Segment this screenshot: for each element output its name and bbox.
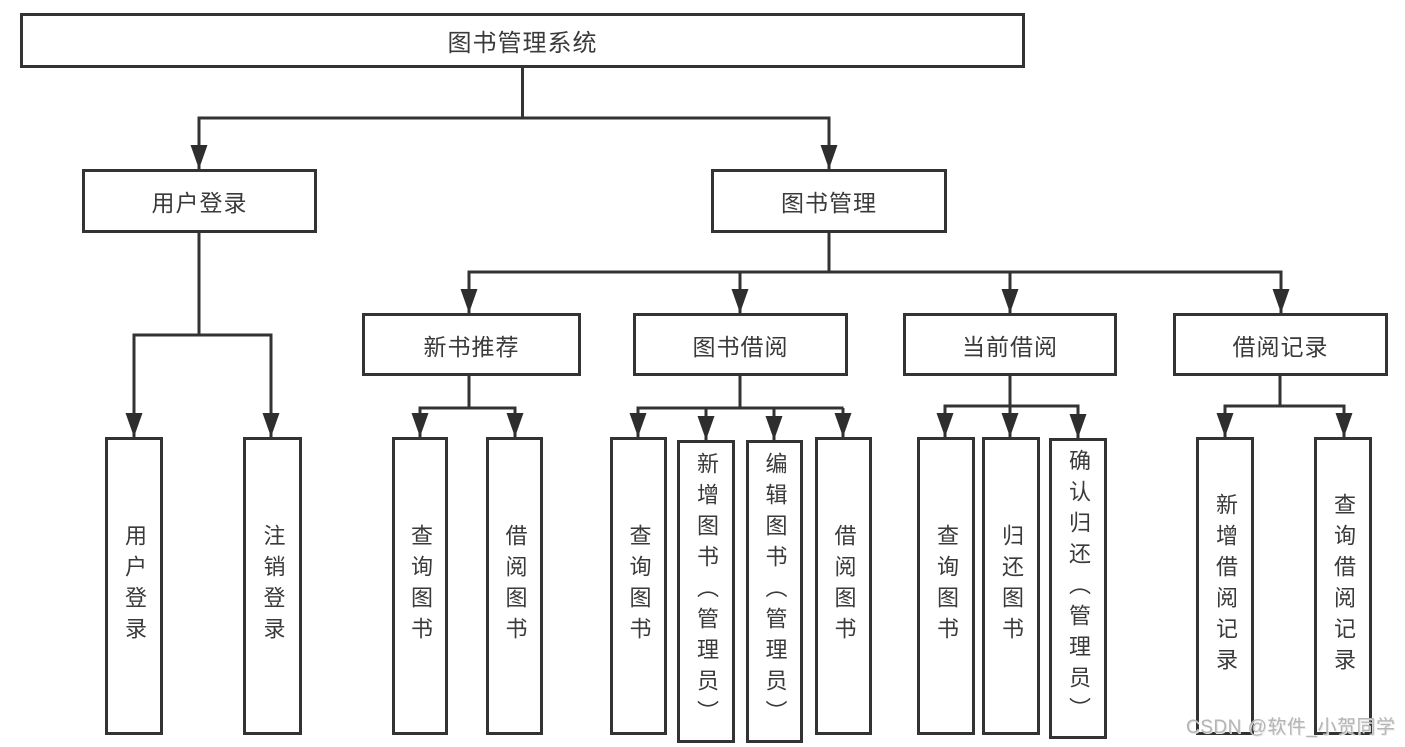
leaf-confirm-return-admin: 确认归还（管理员）: [1049, 438, 1107, 739]
leaf-query-borrow-record: 查询借阅记录: [1314, 437, 1372, 735]
node-library-management-system: 图书管理系统: [20, 13, 1025, 68]
node-book-borrow: 图书借阅: [633, 313, 848, 376]
leaf-query-books-current: 查询图书: [917, 437, 975, 735]
csdn-watermark: CSDN @软件_小贺同学: [1186, 717, 1396, 738]
node-new-book-recommend: 新书推荐: [362, 313, 581, 376]
leaf-user-login: 用户登录: [105, 437, 163, 735]
leaf-add-borrow-record: 新增借阅记录: [1196, 437, 1254, 735]
leaf-edit-book-admin: 编辑图书（管理员）: [746, 440, 803, 743]
leaf-borrow-books-recommend: 借阅图书: [486, 437, 543, 735]
node-book-management: 图书管理: [711, 169, 947, 233]
leaf-borrow-books: 借阅图书: [815, 437, 872, 735]
leaf-query-books-borrow: 查询图书: [610, 437, 667, 735]
node-user-login: 用户登录: [82, 169, 317, 233]
node-current-borrow: 当前借阅: [903, 313, 1117, 376]
leaf-return-book: 归还图书: [982, 437, 1040, 735]
node-borrow-records: 借阅记录: [1173, 313, 1388, 376]
leaf-logout: 注销登录: [243, 437, 302, 735]
leaf-query-books-recommend: 查询图书: [392, 437, 448, 735]
leaf-add-book-admin: 新增图书（管理员）: [677, 440, 735, 743]
